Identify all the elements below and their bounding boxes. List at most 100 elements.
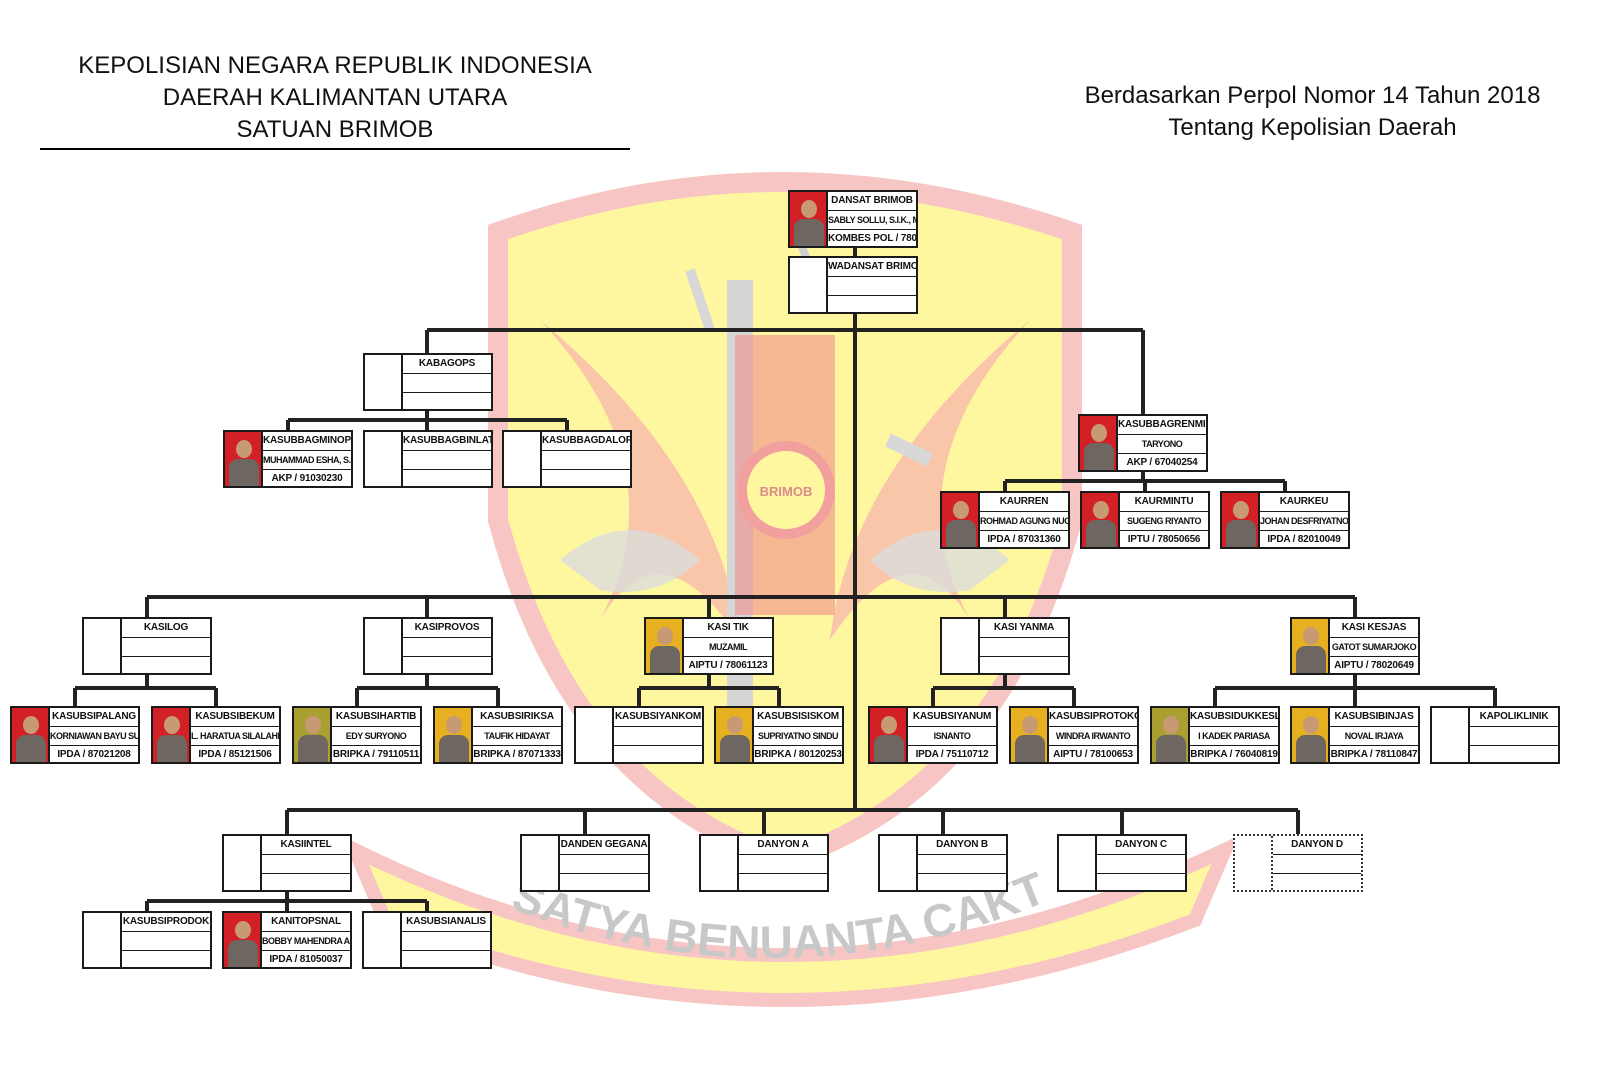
node-officer-rank: AIPTU / 78020649 [1334,660,1414,671]
officer-photo-uniform [1015,735,1045,762]
node-title: KASILOG [122,619,210,638]
node-content: KASUBSIYANKOM [614,708,702,762]
node-title: KASI YANMA [980,619,1068,638]
node-content: KASUBBAGDALOPS [542,432,630,486]
org-node-danyonc: DANYON C [1057,834,1187,892]
officer-photo-uniform [16,735,46,762]
photo-placeholder [576,708,614,762]
node-officer-rank [918,874,1006,892]
node-content: DANYON D [1273,836,1361,890]
header-right: Berdasarkan Perpol Nomor 14 Tahun 2018 T… [1040,80,1585,144]
node-officer-name: MUZAMIL [684,638,772,657]
node-officer-rank: KOMBES POL / 78091191 [828,233,916,244]
node-title: DANYON C [1097,836,1185,855]
node-title: KASUBBAGBINLATOPS [403,432,491,451]
officer-photo-uniform [650,646,680,673]
officer-photo [224,913,262,967]
officer-photo-head [801,200,817,218]
node-content: DANYON A [739,836,827,890]
node-officer-rank: BRIPKA / 78110847 [1330,749,1418,760]
node-officer-name [1470,727,1558,746]
officer-photo [646,619,684,673]
officer-photo-head [236,440,252,458]
node-officer-name: EDY SURYONO [332,727,420,746]
node-title: KASUBSIPROTOKOL [1049,708,1137,727]
node-content: KASIPROVOS [403,619,491,673]
officer-photo-uniform [228,940,258,967]
header-right-line-1: Berdasarkan Perpol Nomor 14 Tahun 2018 [1084,82,1541,109]
node-officer-rank: AKP / 91030230 [271,473,343,484]
node-title: KASUBSIPALANG [50,708,138,727]
node-officer-name [403,451,491,470]
node-officer-name [262,855,350,874]
org-node-kasiyanma: KASI YANMA [940,617,1070,675]
node-officer-name [542,451,630,470]
photo-placeholder [1432,708,1470,762]
officer-photo-uniform [946,520,976,547]
node-title: KASI TIK [684,619,772,638]
node-title: KASUBBAGMINOPS [263,432,351,451]
org-node-kasiprovos: KASIPROVOS [363,617,493,675]
org-node-kasiintel: KASIINTEL [222,834,352,892]
node-officer-rank [980,657,1068,675]
officer-photo [1082,493,1120,547]
node-title: KASUBSIDUKKESLAP [1190,708,1278,727]
node-officer-rank: AIPTU / 78100653 [1053,749,1133,760]
node-officer-rank: IPDA / 82010049 [1267,534,1341,545]
node-officer-name [122,638,210,657]
officer-photo-uniform [1296,735,1326,762]
node-officer-rank: IPTU / 78050656 [1127,534,1201,545]
officer-photo-head [164,716,180,734]
org-node-kasubbagdalops: KASUBBAGDALOPS [502,430,632,488]
org-node-danyona: DANYON A [699,834,829,892]
node-content: DANDEN GEGANA [560,836,648,890]
node-title: KAPOLIKLINIK [1470,708,1558,727]
org-node-danyond: DANYON D [1233,834,1363,892]
photo-placeholder [364,913,402,967]
officer-photo [294,708,332,762]
photo-placeholder [365,355,403,409]
node-officer-rank: BRIPKA / 79110511 [332,749,420,760]
node-officer-rank [542,470,630,488]
node-officer-name [828,277,916,296]
node-officer-name: ISNANTO [908,727,996,746]
header-right-line-2: Tentang Kepolisian Daerah [1168,114,1457,141]
node-title: DANDEN GEGANA [560,836,648,855]
node-title: KASUBSIYANKOM [614,708,702,727]
officer-photo [942,493,980,547]
officer-photo-uniform [1084,443,1114,470]
node-title: DANYON B [918,836,1006,855]
node-officer-name: SUPRIYATNO SINDU [754,727,842,746]
header-left-line-3: SATUAN BRIMOB [236,116,434,143]
photo-placeholder [790,258,828,312]
node-content: KASI YANMA [980,619,1068,673]
officer-photo-head [1233,501,1249,519]
node-officer-name [980,638,1068,657]
officer-photo [1011,708,1049,762]
node-title: KAURKEU [1260,493,1348,512]
emblem-badge-text: BRIMOB [760,484,813,499]
officer-photo-head [446,716,462,734]
officer-photo [1222,493,1260,547]
officer-photo-uniform [874,735,904,762]
node-officer-name [739,855,827,874]
node-officer-rank [122,951,210,969]
org-node-kapoliklinik: KAPOLIKLINIK [1430,706,1560,764]
